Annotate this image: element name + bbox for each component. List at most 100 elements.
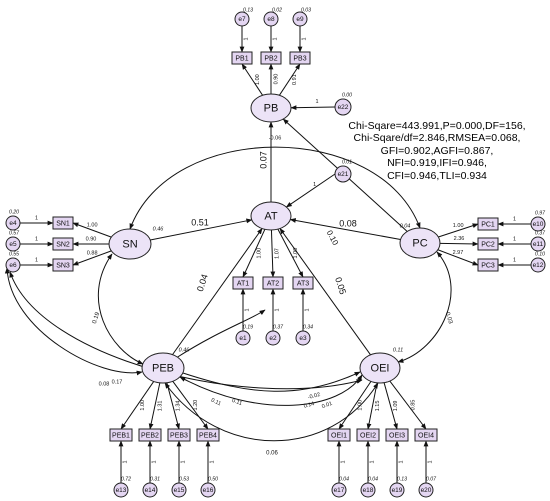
indicator-label: PEB4 — [199, 432, 217, 439]
loading-label: 1.31 — [157, 401, 163, 412]
error-e18 — [360, 482, 376, 498]
loading-label: 1.00 — [357, 400, 363, 411]
indicator-label: AT2 — [267, 280, 279, 287]
error-weight: 1 — [274, 308, 280, 311]
indicator-label: OEI2 — [360, 432, 376, 439]
latent-label: PEB — [152, 362, 174, 374]
indicator-sn1 — [52, 216, 74, 230]
indicator-peb2 — [138, 428, 162, 442]
indicator-pc2 — [477, 237, 499, 251]
latent-at — [250, 201, 292, 231]
indicator-label: OEI1 — [331, 432, 347, 439]
factor-variance: 0.04 — [400, 223, 411, 229]
covariance-label: 0.11 — [210, 398, 222, 408]
error-label: e7 — [238, 16, 246, 23]
covariance-peb-oei-b — [182, 371, 361, 392]
indicator-label: OEI4 — [418, 432, 434, 439]
path-coefficient: 0.08 — [339, 218, 357, 228]
loading-label: 1.00 — [87, 223, 98, 229]
indicator-label: SN3 — [56, 262, 70, 269]
covariance-peb-oei-upper — [179, 374, 363, 406]
latent-label: SN — [122, 238, 137, 250]
error-e1 — [235, 330, 251, 346]
indicator-label: AT1 — [237, 280, 249, 287]
error-label: e11 — [533, 241, 544, 248]
error-e13 — [113, 482, 129, 498]
error-weight: 1 — [301, 37, 307, 40]
fit-line: GFI=0.902,AGFI=0.867, — [380, 144, 494, 157]
fit-line: Chi-Sqare=443.991,P=0.000,DF=156, — [348, 120, 526, 132]
covariance-label: 0.03 — [444, 312, 454, 326]
error-e12 — [530, 257, 546, 273]
loading-arrow — [366, 382, 378, 430]
error-e19 — [389, 482, 405, 498]
loading-label: 1.20 — [193, 400, 199, 411]
error-label: e3 — [299, 335, 307, 342]
indicator-label: PEB1 — [112, 432, 130, 439]
disturbance-e21 — [334, 165, 352, 183]
loading-arrow — [389, 380, 427, 430]
indicator-at3 — [292, 276, 314, 290]
error-e5 — [5, 236, 21, 252]
loading-arrow — [439, 241, 479, 247]
error-variance: 0.72 — [121, 476, 131, 482]
loading-label: 1.00 — [293, 248, 299, 259]
loading-arrow — [120, 381, 155, 430]
indicator-label: PC1 — [481, 221, 495, 228]
indicator-oei3 — [385, 428, 409, 442]
error-variance: 0.03 — [301, 7, 311, 13]
latent-label: PC — [412, 237, 427, 249]
error-label: e8 — [267, 16, 275, 23]
indicator-oei4 — [414, 428, 438, 442]
fit-statistics: Chi-Sqare=443.991,P=0.000,DF=156, Chi-Sq… — [332, 120, 542, 182]
latent-pb — [250, 93, 292, 123]
error-variance: 0.07 — [426, 476, 437, 482]
loading-arrow — [278, 63, 301, 96]
error-weight: 1 — [340, 460, 346, 463]
error-variance: 0.53 — [179, 476, 189, 482]
error-label: e9 — [296, 16, 304, 23]
error-weight: 1 — [35, 236, 38, 242]
indicator-pb1 — [231, 51, 253, 65]
indicator-peb1 — [109, 428, 133, 442]
indicator-peb3 — [167, 428, 191, 442]
loading-label: 1.09 — [393, 400, 399, 411]
error-e8 — [263, 11, 279, 27]
indicator-label: AT3 — [297, 280, 309, 287]
error-label: e4 — [9, 220, 17, 227]
disturbance-e22 — [334, 98, 352, 116]
factor-variance: 0.46 — [179, 347, 191, 353]
loading-label: 0.88 — [87, 250, 98, 256]
factor-variance: 0.46 — [153, 226, 165, 232]
indicator-sn3 — [52, 258, 74, 272]
error-variance: 0.20 — [9, 209, 19, 215]
covariance-e6-peb — [4, 267, 143, 376]
error-variance: 0.31 — [150, 476, 160, 482]
error-weight: 1 — [209, 460, 215, 463]
covariance-label: 0.06 — [266, 451, 278, 457]
latent-label: AT — [264, 210, 278, 222]
error-e10 — [530, 216, 546, 232]
error-e16 — [200, 482, 216, 498]
loading-label: 1.34 — [175, 401, 181, 412]
fit-line: CFI=0.946,TLI=0.934 — [387, 169, 487, 182]
error-weight: 1 — [244, 308, 250, 311]
indicator-pc1 — [477, 217, 499, 231]
disturbance-label: e21 — [338, 171, 349, 178]
error-e9 — [292, 11, 308, 27]
error-label: e5 — [9, 241, 17, 248]
error-label: e10 — [533, 221, 544, 228]
label-layer: 1.00PB11e70.130.90PB21e80.020.91PB31e90.… — [9, 7, 546, 494]
error-weight: 1 — [427, 460, 433, 463]
disturbance-variance: 0.00 — [342, 92, 352, 98]
error-label: e1 — [239, 335, 247, 342]
path-coefficient: 0.10 — [325, 229, 341, 247]
covariance-label: -0.02 — [307, 392, 321, 401]
error-variance: 0.10 — [535, 251, 545, 257]
loading-label: 0.90 — [86, 236, 97, 242]
error-e4 — [5, 215, 21, 231]
error-variance: 0.37 — [535, 230, 546, 236]
error-weight: 1 — [313, 182, 316, 188]
latent-sn — [108, 228, 152, 260]
error-e6 — [5, 257, 21, 273]
